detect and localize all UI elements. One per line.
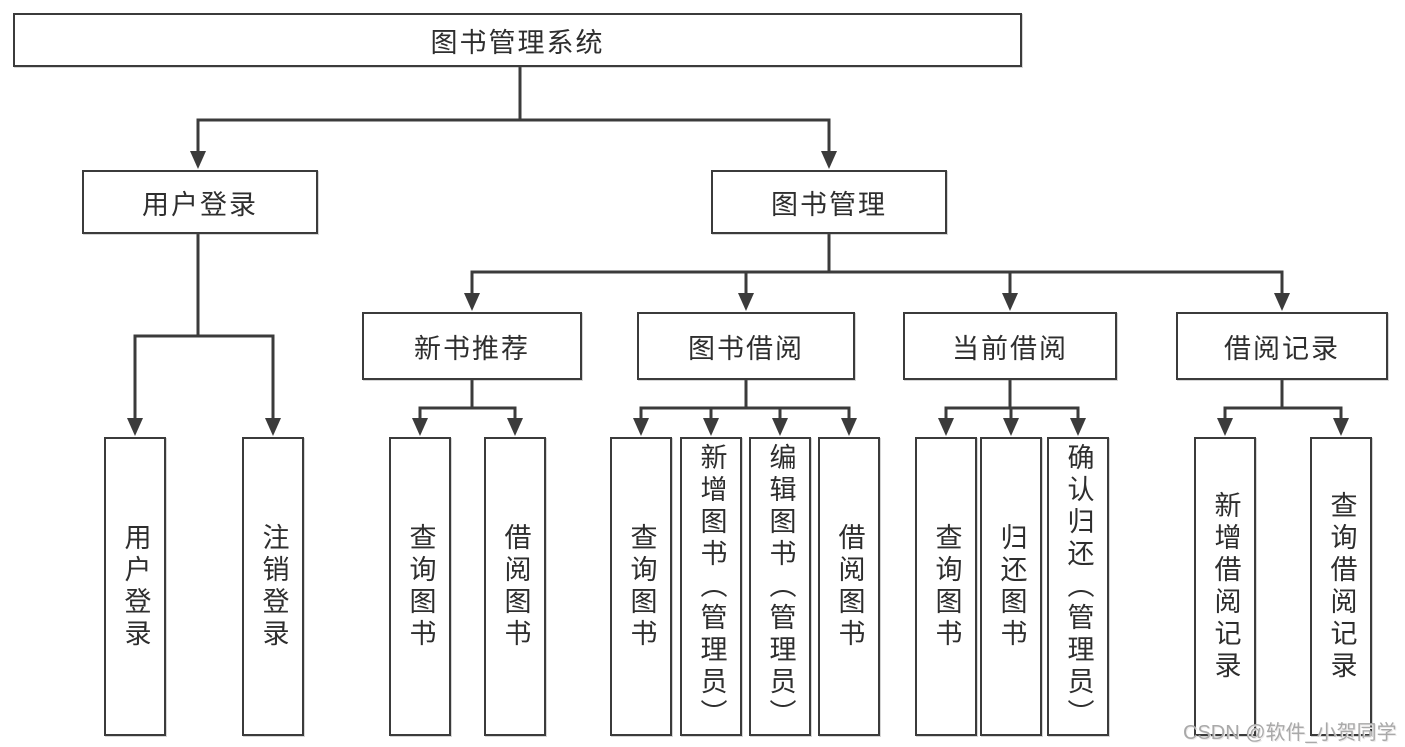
node-label: 确认归还（管理员） bbox=[1063, 442, 1094, 731]
node-label: 用户登录 bbox=[142, 189, 258, 220]
node-label: 新书推荐 bbox=[414, 333, 530, 364]
leaf-logout: 注销登录 bbox=[242, 437, 304, 736]
node-label: 新增图书（管理员） bbox=[696, 442, 727, 731]
leaf-nb-borrow-book: 借阅图书 bbox=[484, 437, 546, 736]
leaf-user-login: 用户登录 bbox=[104, 437, 166, 736]
arrowhead-icon bbox=[772, 418, 788, 436]
node-label: 用户登录 bbox=[120, 522, 151, 651]
arrowhead-icon bbox=[738, 293, 754, 311]
connector bbox=[639, 378, 851, 422]
arrowhead-icon bbox=[464, 293, 480, 311]
node-label: 图书管理 bbox=[771, 189, 887, 220]
connector bbox=[470, 232, 1284, 297]
node-label: 图书管理系统 bbox=[430, 27, 605, 58]
leaf-bb-borrow-book: 借阅图书 bbox=[818, 437, 880, 736]
connector bbox=[133, 232, 275, 422]
node-label: 借阅图书 bbox=[834, 522, 865, 651]
arrowhead-icon bbox=[1217, 418, 1233, 436]
arrowhead-icon bbox=[1333, 418, 1349, 436]
node-new-book-recommend: 新书推荐 bbox=[362, 312, 582, 380]
node-book-management: 图书管理 bbox=[711, 170, 947, 234]
leaf-nb-query-book: 查询图书 bbox=[389, 437, 451, 736]
node-label: 当前借阅 bbox=[952, 333, 1068, 364]
connector bbox=[418, 378, 517, 422]
arrowhead-icon bbox=[938, 418, 954, 436]
leaf-cb-confirm-return-admin: 确认归还（管理员） bbox=[1047, 437, 1109, 736]
connector bbox=[1223, 378, 1343, 422]
connector bbox=[944, 378, 1080, 422]
node-label: 借阅图书 bbox=[500, 522, 531, 651]
arrowhead-icon bbox=[703, 418, 719, 436]
node-label: 查询借阅记录 bbox=[1326, 490, 1357, 683]
node-book-management-system: 图书管理系统 bbox=[13, 13, 1022, 67]
connector-paths bbox=[133, 64, 1343, 422]
node-user-login: 用户登录 bbox=[82, 170, 318, 234]
arrowhead-icon bbox=[821, 151, 837, 169]
arrowhead-icon bbox=[1274, 293, 1290, 311]
node-label: 查询图书 bbox=[405, 522, 436, 651]
node-label: 查询图书 bbox=[626, 522, 657, 651]
node-current-borrow: 当前借阅 bbox=[903, 312, 1117, 380]
arrowhead-icon bbox=[1070, 418, 1086, 436]
arrowhead-icon bbox=[1002, 293, 1018, 311]
arrowhead-icon bbox=[190, 151, 206, 169]
node-label: 注销登录 bbox=[258, 522, 289, 651]
node-label: 查询图书 bbox=[931, 522, 962, 651]
arrowhead-icon bbox=[841, 418, 857, 436]
node-label: 借阅记录 bbox=[1224, 333, 1340, 364]
node-label: 新增借阅记录 bbox=[1210, 490, 1241, 683]
node-book-borrow: 图书借阅 bbox=[637, 312, 855, 380]
leaf-br-query-record: 查询借阅记录 bbox=[1310, 437, 1372, 736]
leaf-bb-query-book: 查询图书 bbox=[610, 437, 672, 736]
arrowheads bbox=[127, 151, 1349, 436]
leaf-br-add-record: 新增借阅记录 bbox=[1194, 437, 1256, 736]
leaf-cb-return-book: 归还图书 bbox=[980, 437, 1042, 736]
node-label: 归还图书 bbox=[996, 522, 1027, 651]
leaf-bb-add-book-admin: 新增图书（管理员） bbox=[680, 437, 742, 736]
node-borrow-records: 借阅记录 bbox=[1176, 312, 1388, 380]
arrowhead-icon bbox=[507, 418, 523, 436]
arrowhead-icon bbox=[127, 418, 143, 436]
arrowhead-icon bbox=[633, 418, 649, 436]
leaf-cb-query-book: 查询图书 bbox=[915, 437, 977, 736]
arrowhead-icon bbox=[412, 418, 428, 436]
connector bbox=[196, 64, 831, 155]
arrowhead-icon bbox=[265, 418, 281, 436]
node-label: 编辑图书（管理员） bbox=[765, 442, 796, 731]
arrowhead-icon bbox=[1003, 418, 1019, 436]
leaf-bb-edit-book-admin: 编辑图书（管理员） bbox=[749, 437, 811, 736]
watermark: CSDN @软件_小贺同学 bbox=[1183, 722, 1397, 744]
node-label: 图书借阅 bbox=[688, 333, 804, 364]
